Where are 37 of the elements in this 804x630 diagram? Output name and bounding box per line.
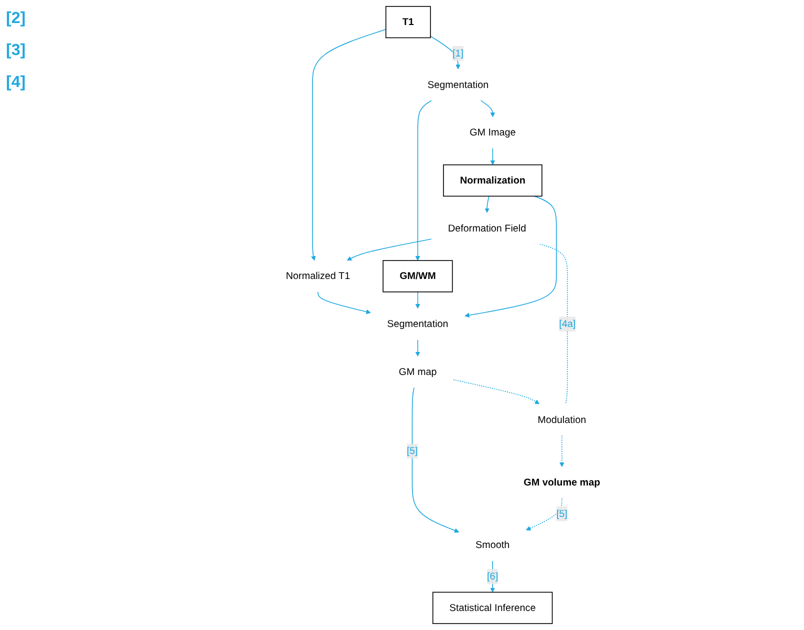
node-text: Segmentation [427,79,489,90]
arrow [346,238,432,261]
arrow [484,196,490,213]
node-box: Normalization [443,164,542,197]
arrow [464,196,557,318]
edge-label: [4a] [559,318,576,330]
arrow [412,387,460,533]
connector [539,244,568,405]
node-text: Segmentation [387,318,448,330]
edge-label: [5] [556,508,568,520]
arrow [311,28,386,261]
edge-label: [6] [487,570,498,582]
edge-label: [1] [452,48,464,59]
node-text: GM Image [470,126,516,138]
arrow [559,435,564,468]
arrow [452,379,540,404]
arrow [415,100,432,261]
node-text: Modulation [538,414,586,426]
node-box: Statistical Inference [432,592,553,624]
arrow [430,36,460,70]
arrow [318,291,371,314]
edge-label: [5] [406,445,418,456]
arrow [526,498,562,530]
node-text: GM map [398,366,437,378]
step-number: [2] [6,10,27,28]
step-number: [4] [6,74,27,92]
arrow [490,148,496,166]
node-text: Normalized T1 [286,270,350,282]
arrow [415,291,420,309]
node-text: Deformation Field [448,222,526,234]
arrow [415,339,420,356]
arrow [480,100,496,118]
node-box: GM/WM [382,260,453,292]
node-box: T1 [385,6,431,38]
step-number: [3] [6,42,27,60]
node-text: Smooth [475,539,510,550]
node-text: GM volume map [524,476,600,488]
